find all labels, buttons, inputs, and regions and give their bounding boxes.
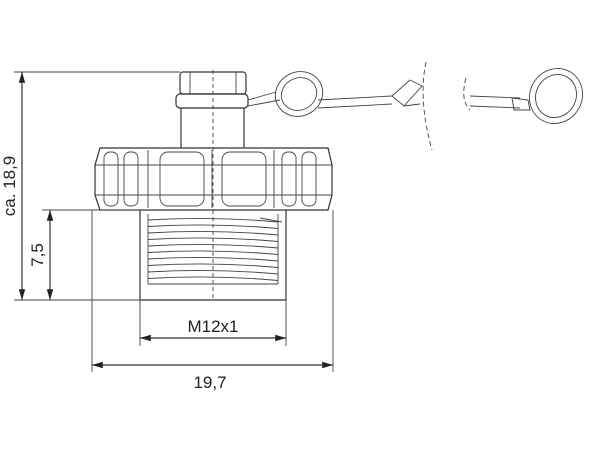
dim-thread-length-label: 7,5 — [28, 243, 47, 267]
retaining-wire — [247, 61, 583, 151]
dim-width-label: 19,7 — [193, 373, 226, 392]
thread-crest — [147, 263, 279, 268]
thread-crest — [147, 230, 279, 236]
thread-crest — [147, 276, 279, 281]
thread-crest — [147, 250, 279, 255]
thread-crest — [147, 256, 279, 262]
dim-thread-size-label: M12x1 — [187, 317, 238, 336]
thread-crest — [147, 224, 279, 229]
thread-crest — [147, 217, 279, 223]
dim-thread-length: 7,5 — [28, 210, 54, 300]
top-stud — [175, 70, 249, 300]
thread-crest — [147, 237, 279, 242]
thread-crest — [147, 269, 279, 275]
thread-lines — [147, 217, 279, 281]
dim-thread-size: M12x1 — [140, 317, 286, 342]
thread-section — [139, 210, 287, 301]
knurled-nut — [94, 147, 333, 211]
extension-lines — [14, 71, 334, 372]
dim-overall-height: ca. 18,9 — [0, 72, 26, 300]
dim-width: 19,7 — [92, 361, 333, 392]
dim-overall-height-label: ca. 18,9 — [0, 156, 19, 217]
thread-crest — [147, 243, 279, 249]
